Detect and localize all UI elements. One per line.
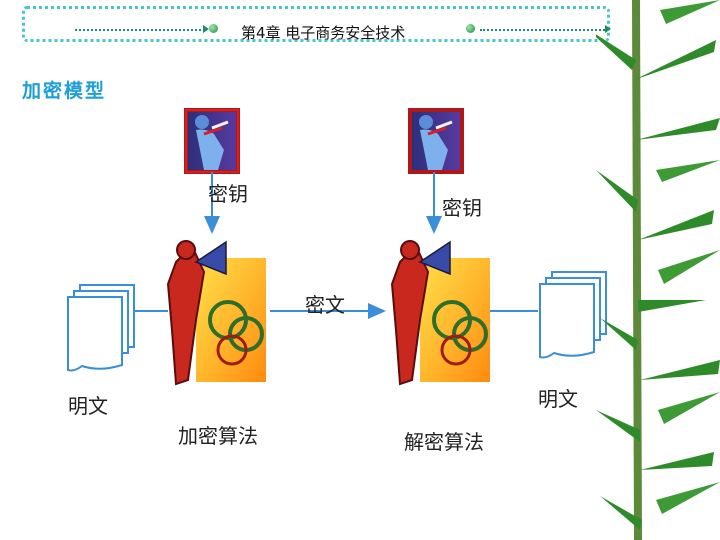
encrypt-algorithm-label: 加密算法 — [178, 420, 258, 449]
plaintext-label-right: 明文 — [538, 383, 578, 412]
key-label-left: 密钥 — [208, 178, 248, 207]
plaintext-document-icon-left — [68, 285, 134, 371]
bamboo-decoration — [596, 0, 720, 540]
key-holder-icon-left — [186, 110, 238, 172]
encrypt-algorithm-icon — [168, 241, 266, 384]
key-label-right: 密钥 — [442, 192, 482, 221]
decrypt-algorithm-label: 解密算法 — [404, 426, 484, 455]
ciphertext-label: 密文 — [305, 289, 345, 318]
decrypt-algorithm-icon — [392, 241, 490, 384]
plaintext-label-left: 明文 — [68, 390, 108, 419]
key-holder-icon-right — [410, 110, 462, 172]
